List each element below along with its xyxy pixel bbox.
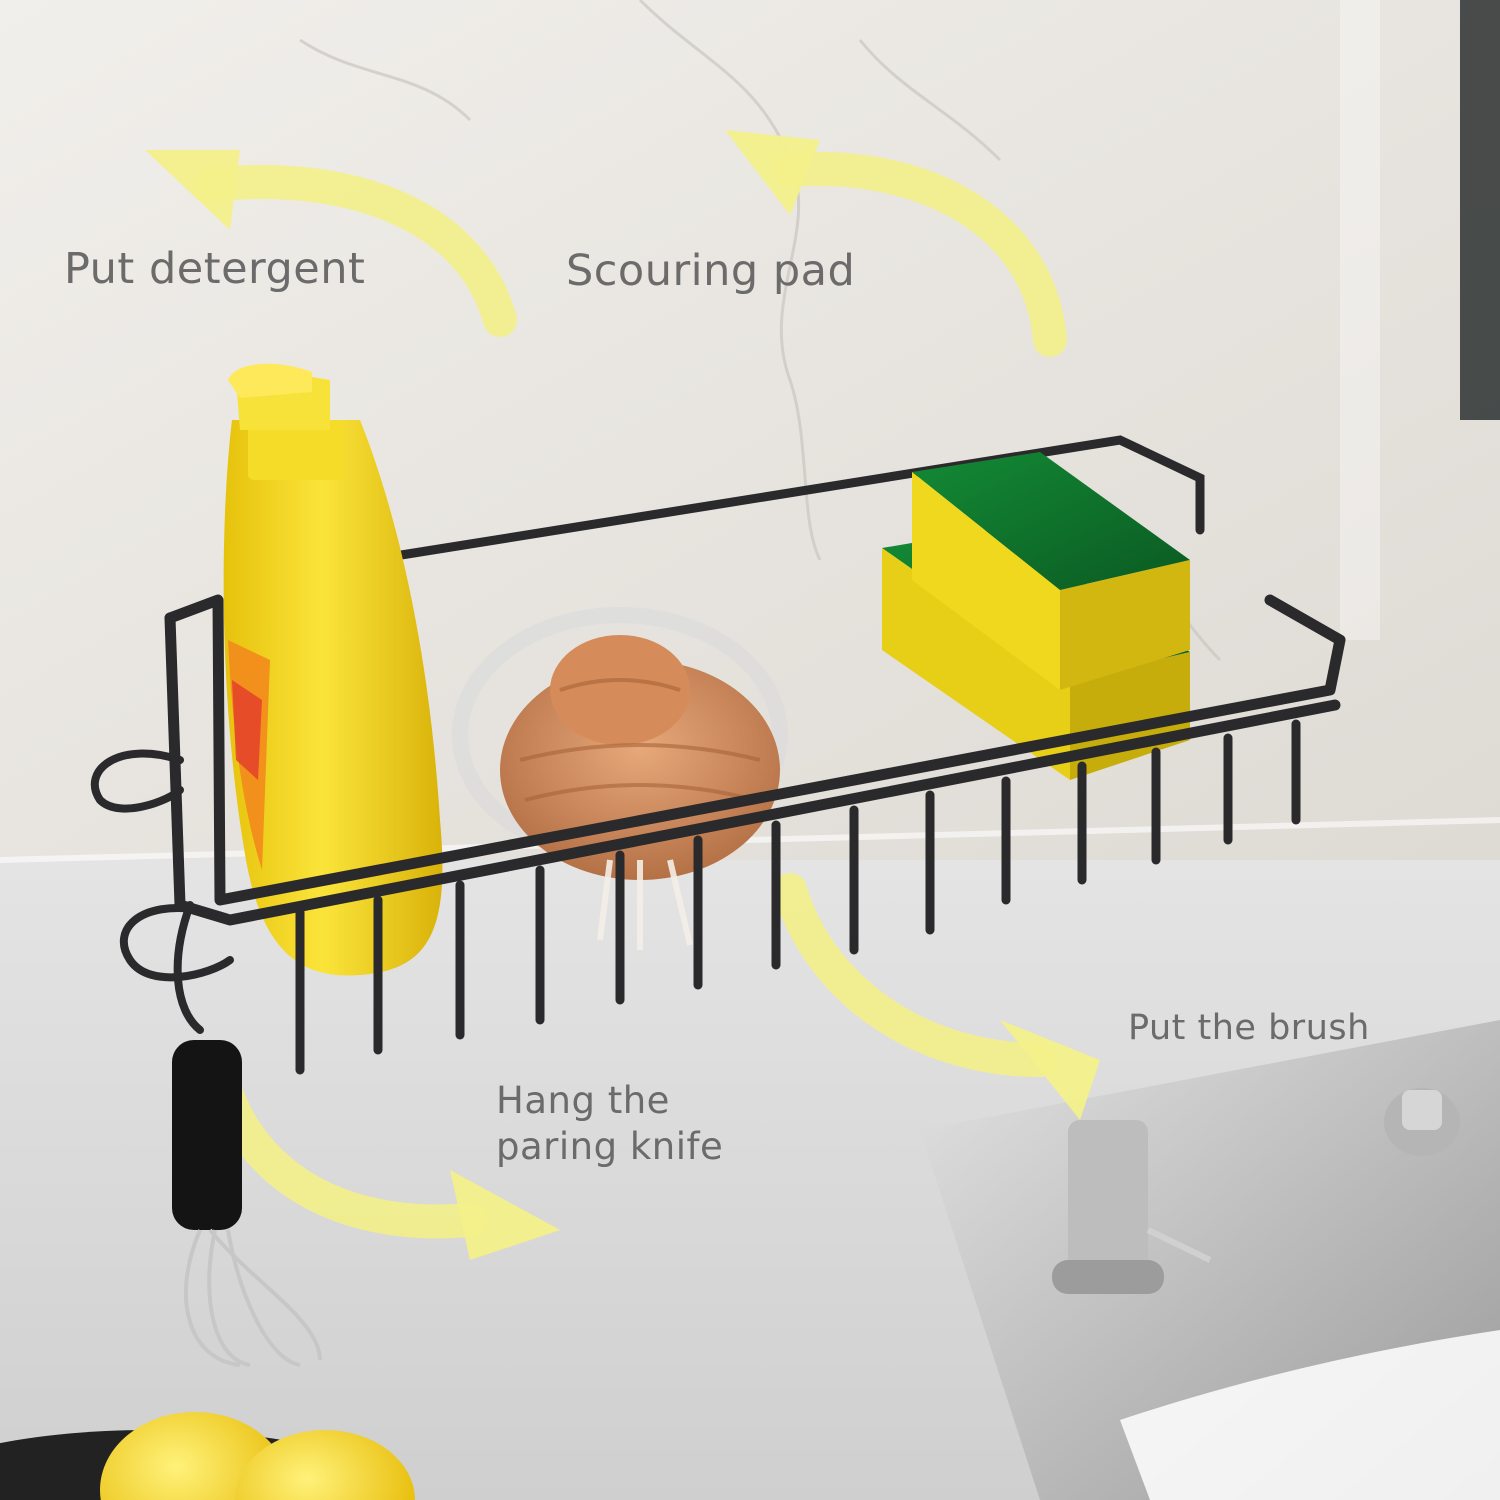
- callout-brush: Put the brush: [1128, 1008, 1370, 1048]
- whisk-icon: [172, 1040, 322, 1367]
- arrow-brush: [773, 873, 1057, 1077]
- callout-knife-line1: Hang the: [496, 1079, 670, 1122]
- detergent-bottle-icon: [223, 363, 443, 976]
- lemon-icon: [0, 1412, 415, 1500]
- callout-detergent: Put detergent: [64, 244, 366, 294]
- rack-bars: [295, 719, 1301, 1075]
- window-frame: [1460, 0, 1500, 420]
- arrow-detergent: [193, 165, 517, 337]
- arrow-knife: [208, 1073, 487, 1239]
- side-hooks: [90, 749, 234, 1034]
- callout-arrows: [193, 152, 1067, 1239]
- scouring-pad-icon: [882, 452, 1190, 780]
- callout-knife-line2: paring knife: [496, 1125, 724, 1168]
- arrow-scouring-pad: [773, 152, 1067, 357]
- soap-dispenser-icon: [1052, 1120, 1212, 1294]
- callout-paring-knife: Hang the paring knife: [496, 1078, 723, 1170]
- faucet-knob: [1384, 1088, 1460, 1156]
- faucet-reflection: [1340, 0, 1380, 640]
- callout-scouring-pad: Scouring pad: [566, 246, 856, 296]
